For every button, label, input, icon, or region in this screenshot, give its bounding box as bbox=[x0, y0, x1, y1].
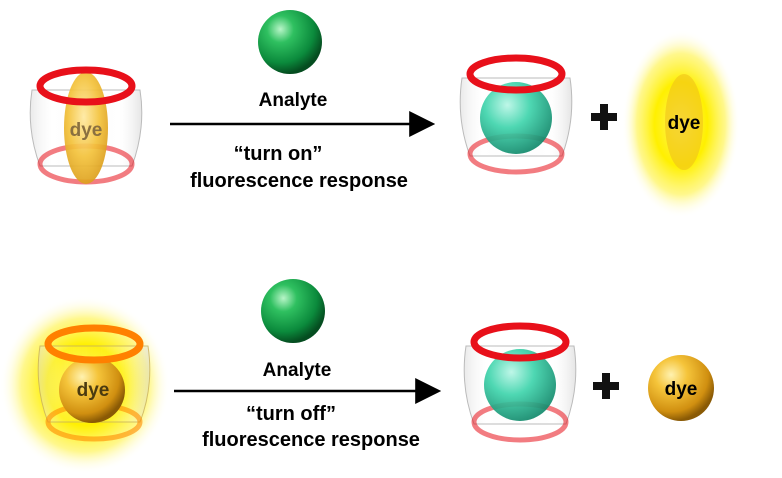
analyte-sphere-icon bbox=[258, 10, 322, 74]
host-top-rim bbox=[36, 66, 136, 106]
response-label: fluorescence response bbox=[202, 429, 420, 451]
plus-icon bbox=[593, 373, 619, 399]
dye-icon bbox=[648, 355, 714, 421]
host-dye-label: dye bbox=[70, 120, 103, 141]
host-with-dye-bottom: dye bbox=[0, 296, 170, 474]
response-label: fluorescence response bbox=[190, 170, 408, 192]
dye-icon bbox=[665, 74, 703, 170]
dye-icon bbox=[59, 357, 125, 423]
host-with-analyte-bottom bbox=[463, 322, 577, 443]
free-dye-bottom: dye bbox=[648, 355, 714, 421]
analyte-sphere-icon bbox=[480, 82, 552, 154]
host-top-rim bbox=[466, 54, 566, 94]
free-dye-label: dye bbox=[665, 379, 698, 400]
host-with-analyte-top bbox=[459, 54, 573, 175]
host-with-dye-top: dye bbox=[29, 66, 143, 185]
analyte-label: Analyte bbox=[259, 90, 328, 111]
analyte-sphere-icon bbox=[484, 349, 556, 421]
analyte-sphere-icon bbox=[261, 279, 325, 343]
free-dye-top: dye bbox=[622, 30, 740, 218]
host-top-rim bbox=[44, 324, 144, 364]
plus-icon bbox=[591, 104, 617, 130]
analyte-label: Analyte bbox=[263, 360, 332, 381]
free-dye-label: dye bbox=[668, 113, 701, 134]
mode-label: “turn off” bbox=[246, 403, 336, 425]
mode-label: “turn on” bbox=[234, 143, 323, 165]
host-dye-label: dye bbox=[77, 380, 110, 401]
host-top-rim bbox=[470, 322, 570, 362]
